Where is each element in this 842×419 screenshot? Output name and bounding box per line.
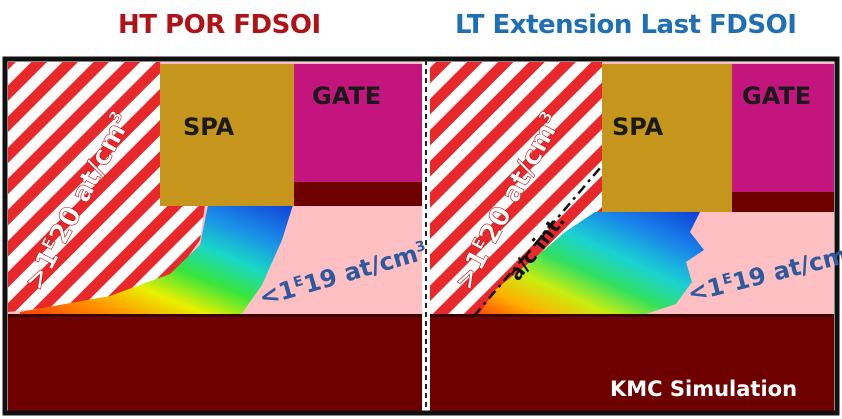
title-lt-extension-last-fdsoi: LT Extension Last FDSOI bbox=[455, 10, 797, 40]
substrate-left bbox=[8, 316, 422, 412]
high-concentration-hatch-left bbox=[8, 62, 205, 312]
gate-block-left bbox=[294, 64, 422, 182]
panel-lt-extension-last bbox=[430, 62, 834, 412]
kmc-simulation-label: KMC Simulation bbox=[610, 377, 797, 401]
gate-oxide-left bbox=[294, 182, 422, 206]
gate-label-right: GATE bbox=[742, 82, 811, 110]
spacer-label-right: SPA bbox=[612, 113, 664, 141]
spacer-block-right bbox=[602, 64, 732, 212]
title-ht-por-fdsoi: HT POR FDSOI bbox=[118, 10, 321, 40]
ac-interface-line bbox=[473, 167, 601, 317]
panel-ht-por bbox=[8, 62, 422, 412]
high-concentration-hatch-right bbox=[430, 62, 602, 316]
figure-frame bbox=[2, 56, 840, 416]
substrate-right bbox=[430, 316, 834, 412]
dopant-profile-right bbox=[478, 212, 704, 316]
gate-oxide-right bbox=[732, 192, 834, 212]
gate-label-left: GATE bbox=[312, 82, 381, 110]
spacer-block-left bbox=[160, 64, 294, 206]
spacer-label-left: SPA bbox=[183, 113, 235, 141]
dopant-profile-left bbox=[20, 205, 293, 316]
gate-block-right bbox=[732, 64, 834, 192]
